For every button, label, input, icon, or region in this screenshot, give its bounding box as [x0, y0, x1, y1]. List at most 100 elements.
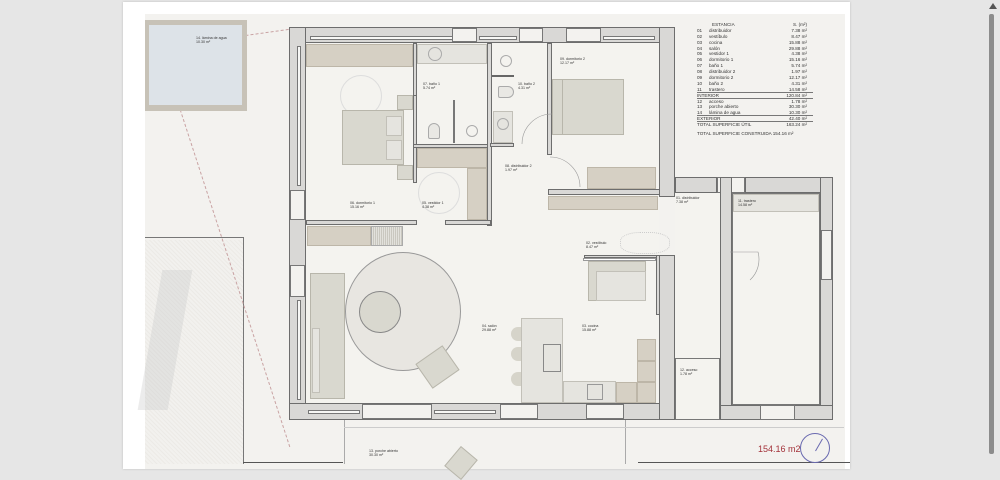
legend-name: lámina de agua	[709, 110, 741, 116]
window-left	[297, 46, 301, 186]
acceso-lower	[675, 358, 720, 420]
door-swing-icon	[730, 251, 760, 281]
sink-icon	[497, 118, 509, 130]
terrain-border	[243, 238, 244, 464]
stool	[511, 372, 521, 386]
legend-num: 02	[697, 33, 703, 39]
vertical-scrollbar[interactable]	[986, 0, 1000, 469]
room-name: 07. baño 1	[423, 82, 440, 86]
window-gap	[452, 28, 477, 42]
wardrobe-dorm2	[587, 167, 656, 189]
room-name: 05. vestidor 1	[422, 201, 444, 205]
porch-bottom-line-left	[243, 462, 343, 463]
room-label-06: 06. dormitorio 1 15.16 m²	[350, 201, 375, 210]
room-area: 4.38 m²	[422, 205, 435, 210]
legend-num: 10	[697, 80, 703, 86]
room-area: 30.30 m²	[369, 453, 384, 458]
legend-value: 4.31 m²	[791, 80, 807, 86]
legend-value: 10.30 m²	[788, 110, 807, 116]
porch-line	[344, 427, 844, 428]
legend-value: 5.74 m²	[791, 63, 807, 69]
kitchen-cabinet	[637, 361, 656, 382]
legend-name: baño 2	[709, 80, 724, 86]
legend-construida-total: TOTAL SUPERFICIE CONSTRUIDA 154.16 m²	[697, 131, 794, 137]
connector-wall-top	[675, 177, 717, 193]
plant-icon	[620, 232, 670, 254]
trastero-floor	[732, 193, 820, 405]
partition-bath2-bottom	[490, 143, 514, 147]
room-name: 12. acceso	[680, 368, 698, 372]
room-area: 12.17 m²	[560, 61, 575, 66]
legend-header-name: ESTANCIA	[712, 22, 735, 27]
legend-interior-total: INTERIOR 120.84 m²	[697, 93, 813, 99]
legend-name: acceso	[709, 98, 724, 104]
nightstand	[397, 95, 413, 110]
window-gap	[566, 28, 601, 42]
legend-name: INTERIOR	[697, 92, 719, 98]
entry-bench-top	[596, 271, 646, 301]
legend-row: 01 distribuidor 7.38 m²	[697, 28, 813, 34]
sofa-cushion	[312, 328, 320, 393]
coffee-table	[359, 291, 401, 333]
room-label-10: 10. baño 2 4.31 m²	[518, 82, 535, 91]
shower-drain-icon	[500, 55, 512, 67]
compass-needle	[815, 438, 823, 452]
kitchen-cabinet	[637, 382, 656, 403]
room-label-09: 09. dormitorio 2 12.17 m²	[560, 57, 585, 66]
legend-value: 30.30 m²	[788, 104, 807, 110]
room-label-01: 01. distribuidor 7.38 m²	[676, 196, 700, 205]
legend-name: salón	[709, 45, 720, 51]
scroll-up-icon[interactable]	[989, 3, 997, 9]
partition-dorm2-left	[547, 43, 552, 155]
legend-header-value: S. (m²)	[792, 22, 807, 27]
turning-circle-icon	[418, 172, 460, 214]
area-legend-table: ESTANCIA S. (m²) 01 distribuidor 7.38 m² 0…	[697, 22, 813, 137]
legend-num: 01	[697, 27, 703, 33]
porch-outline	[344, 420, 626, 464]
legend-num: 04	[697, 45, 703, 51]
legend-num: 11	[697, 86, 702, 92]
legend-name: cocina	[709, 39, 723, 45]
legend-name: TOTAL SUPERFICIE ÚTIL	[697, 122, 752, 128]
bed-headboard	[562, 80, 563, 134]
room-label-13: 13. porche abierto 30.30 m²	[369, 449, 398, 458]
stool	[511, 327, 521, 341]
room-label-07: 07. baño 1 5.74 m²	[423, 82, 440, 91]
entry-shelf	[583, 258, 656, 261]
kitchen-sink-icon	[587, 384, 603, 400]
door-swing-icon	[549, 156, 581, 188]
room-area: 5.74 m²	[423, 86, 436, 91]
legend-name: distribuidor	[709, 27, 732, 33]
kitchen-cabinet	[616, 382, 637, 403]
legend-name: vestíbulo	[709, 33, 728, 39]
legend-value: 7.38 m²	[791, 27, 807, 33]
outer-wall-right-lower	[659, 255, 675, 420]
toilet-icon	[498, 86, 514, 98]
bed-dorm2	[552, 79, 624, 135]
legend-num: 14	[697, 110, 703, 116]
legend-row: 14 lámina de agua 10.30 m²	[697, 110, 813, 117]
room-name: 02. vestíbulo	[586, 241, 607, 245]
room-area: 8.47 m²	[586, 245, 599, 250]
door-swing-icon	[521, 113, 553, 145]
pool-water	[149, 25, 242, 105]
legend-row: 10 baño 2 4.31 m²	[697, 81, 813, 87]
room-area: 1.97 m²	[505, 168, 518, 173]
vestidor-shelf	[417, 148, 487, 168]
legend-value: 4.38 m²	[791, 51, 807, 57]
pillow	[386, 140, 402, 160]
scroll-thumb[interactable]	[989, 14, 994, 454]
room-label-14: 14. lámina de agua 10.30 m²	[196, 36, 227, 45]
window-gap-bottom	[362, 404, 432, 419]
legend-num: 13	[697, 104, 703, 110]
legend-value: 120.84 m²	[786, 92, 807, 98]
total-area-label: 154.16 m2	[758, 444, 801, 454]
